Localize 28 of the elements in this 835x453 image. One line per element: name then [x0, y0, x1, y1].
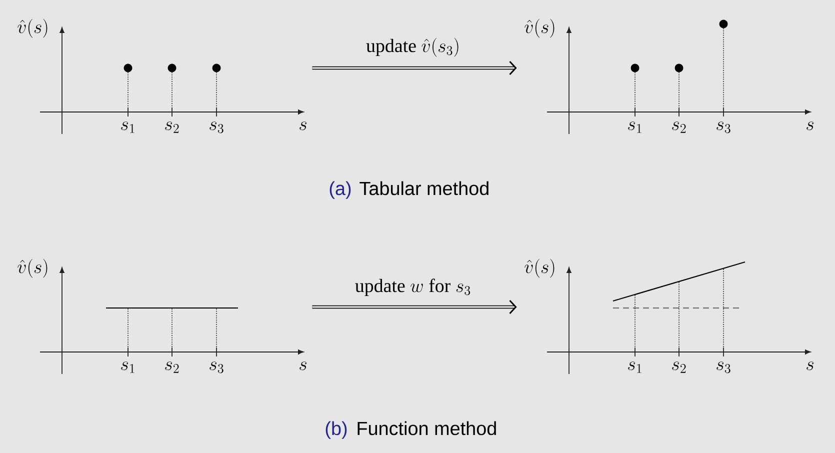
axis-label: $\hat{v}(s)$ [524, 258, 554, 278]
edge-label: $\text{update } w \text{ for } s_3$ [355, 278, 470, 296]
tick-label: $s_2$ [165, 122, 179, 133]
tick-label: $s_3$ [716, 362, 730, 374]
axis-label: $s$ [806, 362, 814, 370]
tick-label: $s_2$ [672, 122, 686, 133]
axis-label: $s$ [300, 122, 306, 130]
tick-label: $s_1$ [628, 362, 642, 373]
tick-label: $s_2$ [672, 362, 686, 373]
double-arrow [312, 60, 517, 75]
caption-text: (a) [330, 181, 351, 199]
tick-label: $s_3$ [210, 122, 224, 134]
axis-label: $\hat{v}(s)$ [524, 18, 554, 38]
double-arrow [312, 300, 517, 314]
axis-label: $\hat{v}(s)$ [18, 18, 48, 38]
axis-label: $s$ [806, 122, 814, 130]
tick-label: $s_1$ [628, 122, 642, 133]
caption-text: (b) [326, 421, 347, 439]
axis-label: $s$ [300, 362, 306, 370]
tick-label: $s_2$ [165, 362, 179, 373]
axis-label: $\hat{v}(s)$ [18, 258, 48, 278]
tick-label: $s_3$ [716, 122, 730, 134]
caption-text: Tabular method [360, 181, 488, 196]
tick-label: $s_3$ [210, 362, 224, 374]
tick-label: $s_1$ [121, 362, 134, 373]
caption-text: Function method [358, 421, 496, 436]
edge-label: $\text{update } \hat{v}(s_3)$ [366, 38, 458, 57]
tick-label: $s_1$ [121, 122, 134, 133]
